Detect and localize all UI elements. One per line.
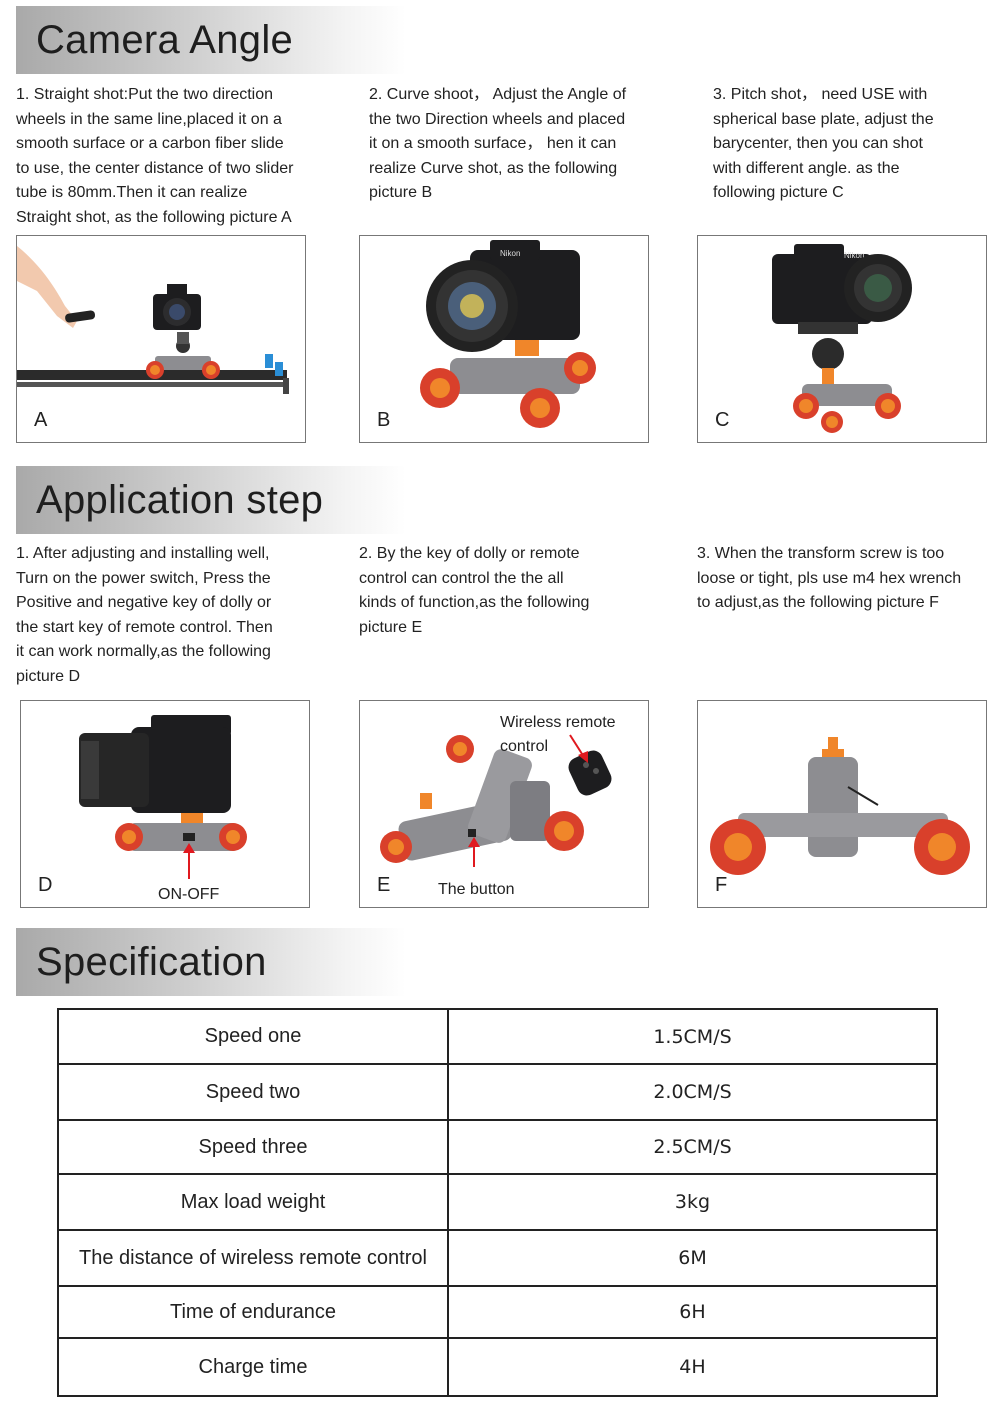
dolly-body bbox=[808, 757, 858, 857]
table-row: Speed two 2.0CM/S bbox=[57, 1063, 938, 1121]
picture-a: A bbox=[16, 235, 306, 443]
specification-title: Specification bbox=[36, 940, 267, 984]
dolly-body bbox=[802, 384, 892, 406]
table-row: The distance of wireless remote control … bbox=[57, 1229, 938, 1287]
application-step-2: 2. By the key of dolly or remote control… bbox=[359, 545, 590, 636]
table-row: Time of endurance 6H bbox=[57, 1285, 938, 1339]
picture-b: Nikon B bbox=[359, 235, 649, 443]
hex-screw bbox=[847, 786, 879, 806]
spec-value: 3kg bbox=[447, 1173, 938, 1231]
remote-icon bbox=[65, 310, 96, 323]
spec-value: 4H bbox=[447, 1337, 938, 1397]
camera-angle-title: Camera Angle bbox=[36, 18, 294, 62]
picture-b-letter: B bbox=[377, 409, 391, 431]
table-row: Max load weight 3kg bbox=[57, 1173, 938, 1231]
on-off-caption: ON-OFF bbox=[158, 886, 220, 903]
picture-f: F bbox=[697, 700, 987, 908]
application-step-3: 3. When the transform screw is too loose… bbox=[697, 545, 962, 611]
dolly-body bbox=[450, 358, 580, 394]
camera-icon bbox=[772, 254, 872, 324]
picture-c-letter: C bbox=[715, 409, 730, 431]
ball-head-icon bbox=[812, 338, 844, 370]
spec-label: Speed two bbox=[57, 1063, 449, 1121]
spec-value: 6H bbox=[447, 1285, 938, 1339]
spec-value: 2.5CM/S bbox=[447, 1119, 938, 1175]
camera-angle-step-3: 3. Pitch shot， need USE with spherical b… bbox=[713, 86, 934, 201]
specification-table: Speed one 1.5CM/S Speed two 2.0CM/S Spee… bbox=[57, 1008, 938, 1397]
picture-f-letter: F bbox=[715, 874, 728, 896]
application-step-title: Application step bbox=[36, 478, 324, 522]
camera-angle-step-1: 1. Straight shot:Put the two direction w… bbox=[16, 86, 294, 226]
spec-label: Speed three bbox=[57, 1119, 449, 1175]
camera-icon bbox=[131, 727, 231, 813]
spec-value: 6M bbox=[447, 1229, 938, 1287]
picture-d-letter: D bbox=[38, 874, 53, 896]
camera-brand: Nikon bbox=[500, 249, 520, 258]
spec-label: Charge time bbox=[57, 1337, 449, 1397]
specification-header: Specification bbox=[16, 928, 406, 996]
table-row: Charge time 4H bbox=[57, 1337, 938, 1397]
arrow-icon bbox=[569, 734, 585, 758]
spec-label: The distance of wireless remote control bbox=[57, 1229, 449, 1287]
picture-d: ON-OFF D bbox=[20, 700, 310, 908]
table-row: Speed three 2.5CM/S bbox=[57, 1119, 938, 1175]
application-step-header: Application step bbox=[16, 466, 406, 534]
spec-value: 1.5CM/S bbox=[447, 1008, 938, 1065]
power-switch bbox=[183, 833, 195, 841]
picture-e: Wireless remote control The button E bbox=[359, 700, 649, 908]
dolly-camera-illustration: Nikon bbox=[420, 240, 596, 428]
spec-label: Max load weight bbox=[57, 1173, 449, 1231]
pitch-dolly-illustration: Nikon bbox=[772, 244, 912, 433]
button-caption: The button bbox=[438, 881, 515, 898]
picture-e-letter: E bbox=[377, 874, 391, 896]
spec-value: 2.0CM/S bbox=[447, 1063, 938, 1121]
spec-label: Time of endurance bbox=[57, 1285, 449, 1339]
camera-angle-header: Camera Angle bbox=[16, 6, 406, 74]
screw-adjust-illustration bbox=[710, 737, 970, 875]
dolly-button bbox=[468, 829, 476, 837]
application-step-1: 1. After adjusting and installing well, … bbox=[16, 545, 273, 685]
table-row: Speed one 1.5CM/S bbox=[57, 1008, 938, 1065]
spec-label: Speed one bbox=[57, 1008, 449, 1065]
camera-brand: Nikon bbox=[844, 251, 864, 260]
camera-angle-step-2: 2. Curve shoot， Adjust the Angle of the … bbox=[369, 86, 627, 201]
wireless-remote-icon bbox=[568, 750, 612, 796]
wireless-remote-caption: Wireless remote control bbox=[500, 714, 616, 755]
picture-c: Nikon C bbox=[697, 235, 987, 443]
remote-control-illustration bbox=[380, 734, 612, 867]
slider-dolly-illustration bbox=[17, 246, 289, 394]
hand-shape bbox=[17, 246, 77, 328]
dolly-body bbox=[155, 356, 211, 370]
picture-a-letter: A bbox=[34, 409, 48, 431]
power-switch-illustration bbox=[79, 715, 247, 879]
